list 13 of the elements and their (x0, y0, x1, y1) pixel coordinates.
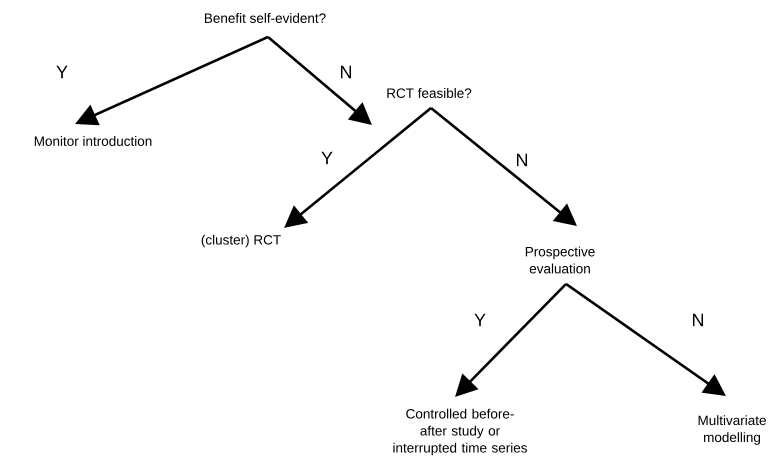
edge-label: Y (321, 152, 333, 164)
decision-text: Monitor introduction (34, 136, 152, 146)
edge-label: N (516, 154, 528, 166)
decision-text: Controlled before-after study or interrupted time series (393, 408, 527, 456)
edge-label: Y (474, 314, 486, 326)
decision-text: Multivariate modelling (698, 415, 766, 445)
decision-text: Prospective evaluation (526, 246, 595, 274)
edge-label: N (340, 66, 352, 78)
edge-label: N (692, 314, 704, 326)
decision-text: (cluster) RCT (202, 234, 281, 248)
edge-label: Y (56, 66, 68, 78)
decision-text: Benefit self-evident? (204, 13, 326, 23)
decision-text: RCT feasible? (387, 88, 472, 98)
